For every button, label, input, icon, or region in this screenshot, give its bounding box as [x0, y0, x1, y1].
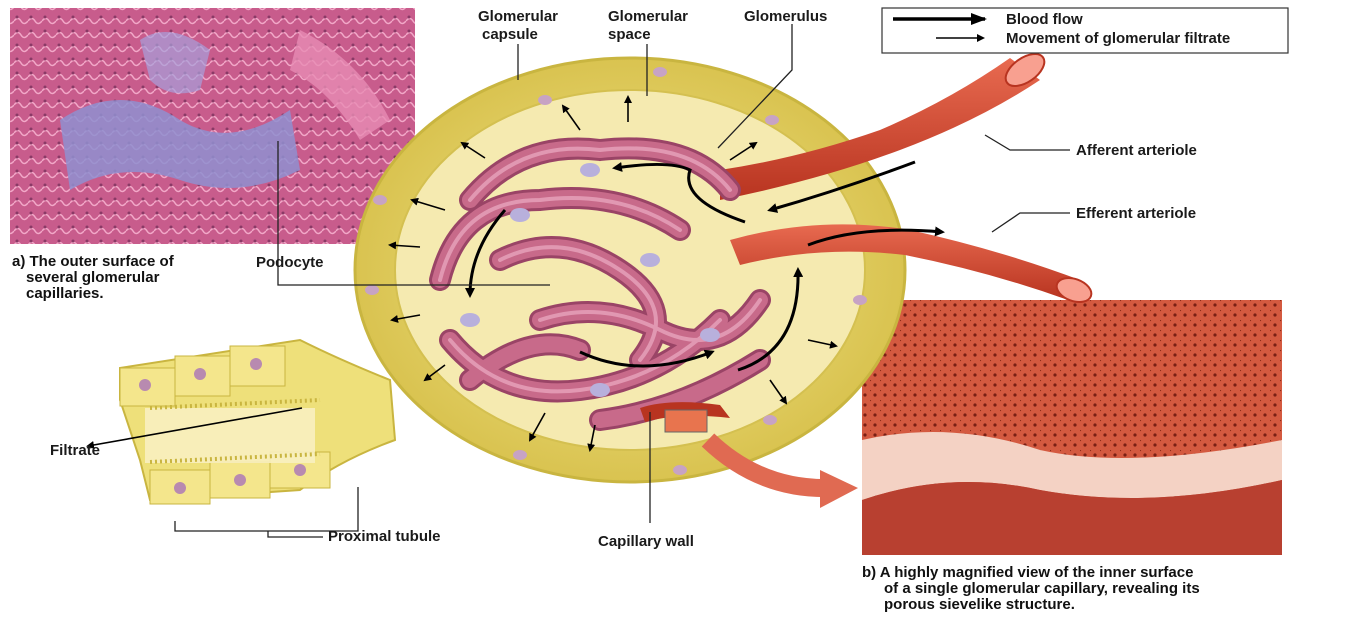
- zoom-arrow: [701, 433, 831, 498]
- legend-box: Blood flow Movement of glomerular filtra…: [881, 7, 1289, 54]
- caption-a-line1: a) The outer surface of: [12, 253, 175, 270]
- efferent-arteriole: [730, 224, 1093, 304]
- label-glomerular-space-line1: Glomerular: [608, 8, 688, 25]
- micrograph-b: [862, 300, 1282, 555]
- label-glomerulus: Glomerulus: [744, 8, 827, 25]
- label-glomerular-capsule-line1: Glomerular: [478, 8, 558, 25]
- label-filtrate: Filtrate: [50, 442, 100, 459]
- caption-a: a) The outer surface of several glomerul…: [12, 253, 175, 302]
- label-proximal-tubule: Proximal tubule: [328, 528, 441, 545]
- blood-flow-arrows: [465, 160, 945, 372]
- caption-b-line1: b) A highly magnified view of the inner …: [862, 564, 1193, 581]
- label-podocyte: Podocyte: [256, 254, 324, 271]
- labels: Glomerular capsule Glomerular space Glom…: [50, 8, 1197, 550]
- label-glomerular-capsule-line2: capsule: [482, 26, 538, 43]
- caption-b-line2: of a single glomerular capillary, reveal…: [884, 580, 1200, 597]
- caption-b: b) A highly magnified view of the inner …: [862, 564, 1200, 613]
- label-glomerular-space-line2: space: [608, 26, 651, 43]
- capsule-nuclei: [365, 67, 867, 475]
- leader-lines: [174, 24, 1070, 538]
- capillary-wall-cutaway: [640, 402, 730, 433]
- legend-blood-flow-label: Blood flow: [1006, 11, 1083, 28]
- caption-a-line2: several glomerular: [26, 269, 160, 286]
- micrograph-a: [10, 8, 415, 244]
- label-capillary-wall: Capillary wall: [598, 533, 694, 550]
- caption-b-line3: porous sievelike structure.: [884, 596, 1075, 613]
- zoom-arrow-head: [820, 470, 858, 508]
- caption-a-line3: capillaries.: [26, 285, 104, 302]
- afferent-arteriole: [720, 53, 1046, 200]
- podocyte-bodies: [460, 163, 720, 397]
- label-afferent-arteriole: Afferent arteriole: [1076, 142, 1197, 159]
- filtrate-arrows: [86, 95, 838, 452]
- label-efferent-arteriole: Efferent arteriole: [1076, 205, 1196, 222]
- glomerulus-tuft: [429, 137, 771, 431]
- proximal-tubule: [119, 338, 397, 505]
- legend-filtrate-label: Movement of glomerular filtrate: [1006, 30, 1230, 47]
